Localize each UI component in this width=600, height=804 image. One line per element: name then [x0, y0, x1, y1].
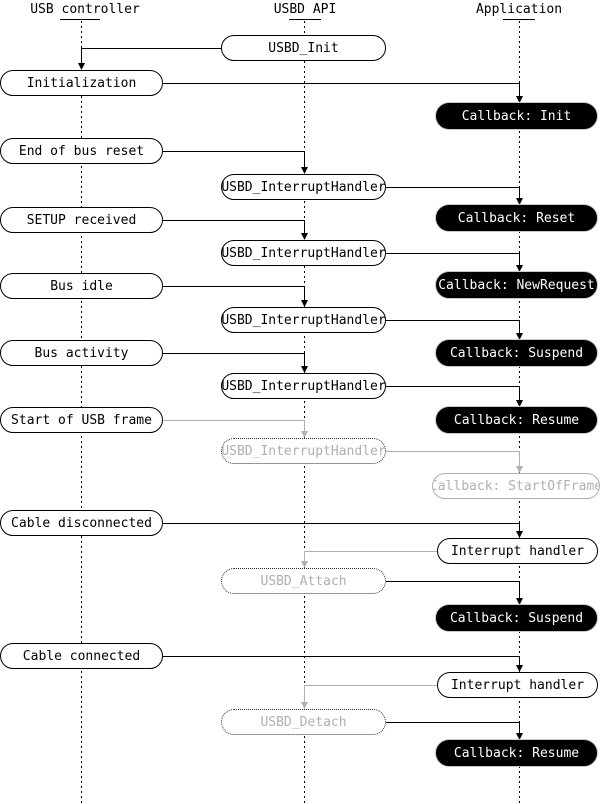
connector-handler1-to-attach [304, 551, 437, 562]
connector-handler2-to-detach [304, 685, 437, 703]
arrowhead [516, 96, 523, 103]
arrowhead-inactive [516, 466, 523, 473]
connector-busreset-to-api [163, 151, 305, 168]
callback-resume-1: Callback: Resume [436, 407, 597, 433]
callback-newrequest: Callback: NewRequest [436, 272, 597, 298]
arrowhead [301, 233, 308, 240]
callback-suspend-1: Callback: Suspend [436, 340, 597, 366]
connector-init-to-app [163, 83, 520, 97]
arrowhead [516, 198, 523, 205]
event-bus-activity: Bus activity [0, 340, 163, 366]
callback-reset: Callback: Reset [436, 205, 597, 231]
api-usbd-init: USBD_Init [221, 35, 386, 61]
arrowhead [516, 333, 523, 340]
column-header-usbd-api: USBD API [273, 2, 337, 17]
connector-ih4-to-app [386, 386, 520, 401]
event-end-of-bus-reset: End of bus reset [0, 138, 163, 164]
connector-disconnect-to-app [163, 523, 520, 532]
arrowhead [516, 665, 523, 672]
connector-connect-to-app [163, 656, 520, 666]
event-setup-received: SETUP received [0, 207, 163, 233]
event-cable-disconnected: Cable disconnected [0, 510, 163, 536]
arrowhead [516, 598, 523, 605]
arrowhead [301, 167, 308, 174]
connector-ih5-to-app-inactive [386, 451, 520, 467]
event-bus-idle: Bus idle [0, 273, 163, 299]
connector-busactivity-to-api [163, 353, 305, 367]
connector-detach-to-app [386, 722, 520, 734]
api-usbd-interrupthandler-inactive: USBD_InterruptHandler [221, 438, 386, 464]
arrowhead [516, 400, 523, 407]
event-initialization: Initialization [0, 70, 163, 96]
api-usbd-attach-inactive: USBD_Attach [221, 568, 386, 594]
arrowhead-inactive [301, 431, 308, 438]
api-usbd-interrupthandler-3: USBD_InterruptHandler [221, 307, 386, 333]
arrowhead [516, 733, 523, 740]
callback-resume-2: Callback: Resume [436, 740, 597, 766]
callback-startofframe-inactive: Callback: StartOfFrame [432, 473, 600, 499]
callback-init: Callback: Init [436, 103, 597, 129]
api-usbd-detach-inactive: USBD_Detach [221, 709, 386, 735]
connector-ih2-to-app [386, 253, 520, 266]
arrowhead [301, 366, 308, 373]
connector-busidle-to-api [163, 286, 305, 301]
arrowhead [516, 265, 523, 272]
column-header-application: Application [475, 2, 563, 17]
api-usbd-interrupthandler-2: USBD_InterruptHandler [221, 240, 386, 266]
column-header-usb-controller: USB controller [30, 2, 140, 17]
api-usbd-interrupthandler-4: USBD_InterruptHandler [221, 373, 386, 399]
arrowhead [78, 63, 85, 70]
arrowhead [516, 531, 523, 538]
api-usbd-interrupthandler-1: USBD_InterruptHandler [221, 174, 386, 200]
arrowhead [301, 300, 308, 307]
connector-ih1-to-app [386, 187, 520, 199]
connector-ih3-to-app [386, 320, 520, 334]
arrowhead-inactive [301, 702, 308, 709]
connector-attach-to-app [386, 581, 520, 599]
connector-usbdinit-to-controller [81, 48, 221, 64]
connector-setup-to-api [163, 220, 305, 234]
connector-sof-to-api-inactive [163, 420, 305, 432]
interrupt-handler-2: Interrupt handler [437, 672, 598, 698]
arrowhead-inactive [301, 561, 308, 568]
interrupt-handler-1: Interrupt handler [437, 538, 598, 564]
event-cable-connected: Cable connected [0, 643, 163, 669]
callback-suspend-2: Callback: Suspend [436, 605, 597, 631]
event-start-of-usb-frame: Start of USB frame [0, 407, 163, 433]
